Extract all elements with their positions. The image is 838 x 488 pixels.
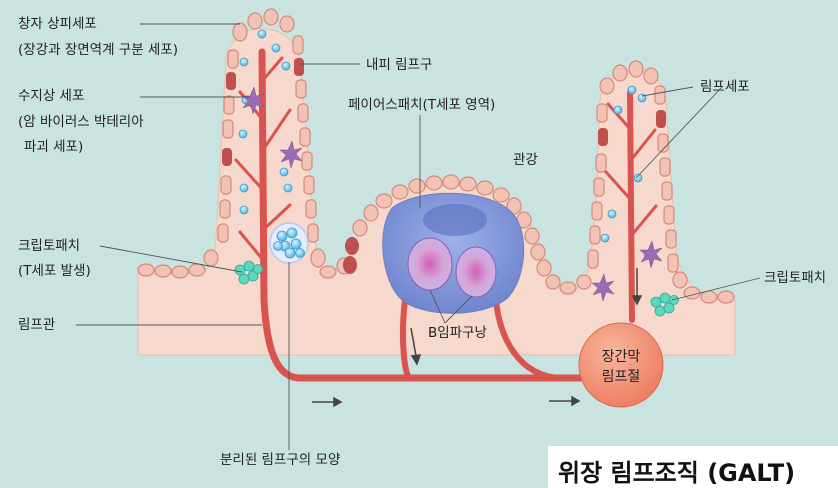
mesenteric-node-label-1: 장간막 [602, 349, 641, 365]
label-dendritic-cell-note-1: (암 바이러스 박테리아 [18, 114, 144, 131]
b-follicle-right [456, 247, 496, 297]
label-absorptive-epithelial-cell: 창자 상피세포 [18, 16, 97, 33]
label-dendritic-cell: 수지상 세포 [18, 88, 84, 105]
label-b-follicle: B임파구낭 [428, 325, 487, 342]
b-follicle-left [408, 238, 452, 290]
label-dendritic-cell-note-2: 파괴 세포) [24, 139, 83, 156]
title-box: 위장 림프조직 (GALT) [548, 446, 838, 488]
label-peyers-patch: 페이어스패치(T세포 영역) [348, 97, 495, 114]
label-crypt-patch-left: 크립토패치 [18, 238, 80, 255]
diagram-title: 위장 림프조직 (GALT) [558, 453, 795, 488]
label-absorptive-epithelial-cell-note: (장강과 장면역계 구분 세포) [18, 42, 178, 59]
label-intraepithelial-lymphocyte: 내피 림프구 [366, 57, 432, 74]
label-lymph-vessel: 림프관 [18, 317, 55, 334]
label-lumen: 관강 [513, 152, 538, 169]
mesenteric-node-label-2: 림프절 [602, 369, 641, 385]
mesenteric-lymph-node [579, 323, 663, 407]
peyers-patch-dark-zone [423, 204, 487, 236]
label-isolated-lymphoid: 분리된 림프구의 모양 [220, 452, 340, 469]
label-crypt-patch-left-note: (T세포 발생) [18, 263, 91, 280]
label-crypt-patch-right: 크립토패치 [764, 270, 826, 287]
label-lymphocyte-right: 림프세포 [700, 79, 750, 96]
